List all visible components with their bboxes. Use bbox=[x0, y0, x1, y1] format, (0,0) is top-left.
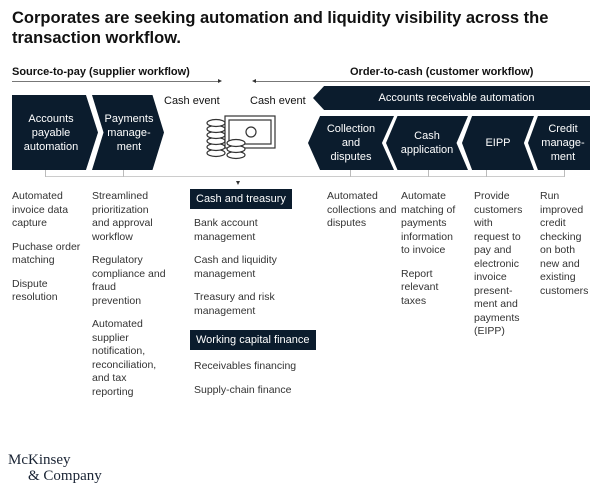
arrow-down-icon bbox=[236, 181, 240, 185]
detail-item: Bank account management bbox=[194, 217, 258, 243]
order-to-cash-label: Order-to-cash (customer workflow) bbox=[350, 66, 534, 78]
step-label-line: automation bbox=[23, 140, 79, 153]
connector-tick bbox=[45, 170, 46, 177]
step-label-line: payable bbox=[31, 126, 71, 139]
detail-column-eipp: Provide customers with request to pay an… bbox=[474, 190, 526, 349]
step-label-line: Cash bbox=[414, 130, 440, 142]
mckinsey-logo: McKinsey & Company bbox=[8, 452, 102, 484]
cash-event-label-right: Cash event bbox=[250, 95, 306, 107]
step-eipp: EIPP bbox=[462, 116, 534, 170]
detail-item: Automate matching of payments informatio… bbox=[401, 190, 456, 256]
detail-item: Treasury and risk management bbox=[194, 291, 275, 317]
step-label-line: Accounts bbox=[28, 112, 74, 125]
detail-item: Receivables financing bbox=[194, 360, 297, 372]
connector-tick bbox=[564, 170, 565, 177]
working-capital-finance-tag: Working capital finance bbox=[190, 330, 316, 350]
detail-item: Automated invoice data capture bbox=[12, 190, 69, 229]
step-payments-management: Payments manage- ment bbox=[92, 95, 164, 170]
arrow-right-icon bbox=[218, 79, 222, 83]
page-title: Corporates are seeking automation and li… bbox=[12, 9, 549, 47]
source-to-pay-line bbox=[12, 81, 218, 82]
step-accounts-payable-automation: Accounts payable automation bbox=[12, 95, 98, 170]
connector-line bbox=[45, 176, 565, 177]
detail-column-credit: Run improved credit checking on both new… bbox=[540, 190, 595, 308]
detail-item: Streamlined prioritization and approval … bbox=[92, 190, 153, 243]
step-label-line: manage- bbox=[107, 126, 151, 139]
cash-event-label-left: Cash event bbox=[164, 95, 220, 107]
center-column: Cash and treasury Bank account managemen… bbox=[190, 189, 320, 407]
cash-and-treasury-tag: Cash and treasury bbox=[190, 189, 292, 209]
detail-item: Supply-chain finance bbox=[194, 383, 292, 396]
step-label-line: Collection bbox=[326, 123, 376, 135]
arrow-left-icon bbox=[252, 79, 256, 83]
detail-column-collection: Automated collections and disputes bbox=[327, 190, 397, 241]
cash-and-coins-icon bbox=[205, 113, 280, 168]
detail-item: Automated collections and disputes bbox=[327, 190, 397, 229]
connector-tick bbox=[486, 170, 487, 177]
detail-item: Provide customers with request to pay an… bbox=[474, 190, 523, 337]
connector-tick bbox=[123, 170, 124, 177]
step-collection-and-disputes: Collection and disputes bbox=[308, 116, 394, 170]
detail-item: Automated supplier notification, reconci… bbox=[92, 318, 157, 398]
step-credit-management: Credit manage- ment bbox=[528, 116, 590, 170]
step-label-line: manage- bbox=[541, 137, 585, 149]
step-label-line: disputes bbox=[330, 151, 372, 163]
step-label-line: ment bbox=[116, 140, 142, 153]
logo-line-1: McKinsey bbox=[8, 452, 71, 468]
detail-item: Run improved credit checking on both new… bbox=[540, 190, 589, 297]
detail-column-payments: Streamlined prioritization and approval … bbox=[92, 190, 166, 409]
detail-column-cash-application: Automate matching of payments informatio… bbox=[401, 190, 463, 318]
step-label-line: application bbox=[400, 144, 454, 156]
detail-item: Report relevant taxes bbox=[401, 267, 439, 307]
logo-line-2: & Company bbox=[28, 468, 102, 484]
banner-label: Accounts receivable automation bbox=[378, 92, 535, 104]
step-label-line: Payments bbox=[104, 112, 154, 125]
step-label-line: Credit bbox=[548, 123, 578, 135]
source-to-pay-label: Source-to-pay (supplier workflow) bbox=[12, 66, 190, 78]
order-to-cash-line bbox=[256, 81, 590, 82]
step-cash-application: Cash application bbox=[386, 116, 468, 170]
detail-item: Dispute resolution bbox=[12, 277, 58, 304]
connector-tick bbox=[428, 170, 429, 177]
detail-item: Regulatory compliance and fraud preventi… bbox=[92, 254, 166, 307]
accounts-receivable-banner: Accounts receivable automation bbox=[313, 86, 590, 110]
detail-item: Cash and liquidity management bbox=[194, 254, 277, 280]
connector-tick bbox=[350, 170, 351, 177]
step-label-line: ment bbox=[550, 151, 576, 163]
step-label-line: EIPP bbox=[485, 137, 511, 149]
step-label-line: and bbox=[341, 137, 361, 149]
detail-item: Puchase order matching bbox=[12, 240, 81, 267]
detail-column-accounts-payable: Automated invoice data capture Puchase o… bbox=[12, 190, 90, 315]
